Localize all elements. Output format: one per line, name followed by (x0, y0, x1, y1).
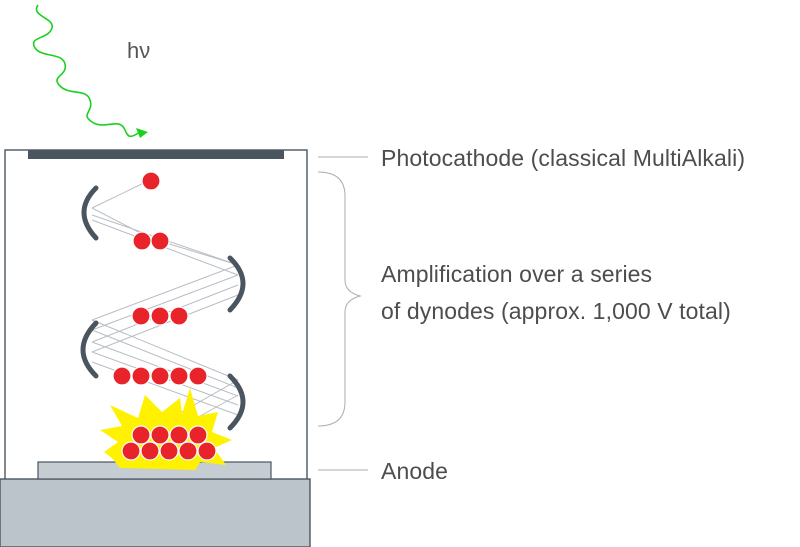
electron (112, 366, 132, 386)
electron (188, 366, 208, 386)
electron (131, 306, 151, 326)
tube-base (0, 478, 311, 547)
electrons (112, 171, 217, 461)
electron (169, 306, 189, 326)
electron (150, 425, 170, 445)
dynode-1 (81, 185, 99, 241)
dynode-3 (80, 320, 99, 379)
electron (131, 425, 151, 445)
electron (132, 231, 152, 251)
electron (188, 425, 208, 445)
dynode-2 (227, 255, 246, 313)
electron (121, 441, 141, 461)
leader-lines (317, 156, 368, 471)
electron (169, 425, 189, 445)
electron (131, 366, 151, 386)
dynodes (80, 185, 246, 431)
electron (150, 366, 170, 386)
photon-energy-label: hν (127, 38, 151, 63)
electron-paths (91, 179, 239, 431)
photocathode-plate (28, 150, 284, 159)
electron (159, 441, 179, 461)
electron (169, 366, 189, 386)
electron (178, 441, 198, 461)
amplification-label-line1: Amplification over a series (381, 261, 653, 287)
electron (197, 441, 217, 461)
photon-wave-icon (32, 4, 141, 138)
photocathode-label: Photocathode (classical MultiAlkali) (381, 145, 746, 171)
dynode-4 (227, 373, 246, 431)
electron (150, 231, 170, 251)
anode-label: Anode (381, 458, 449, 484)
electron (140, 441, 160, 461)
amplification-brace (317, 171, 362, 427)
electron (150, 306, 170, 326)
electron (141, 171, 161, 191)
amplification-label-line2: of dynodes (approx. 1,000 V total) (381, 298, 731, 324)
photon-arrowhead-icon (136, 128, 148, 138)
